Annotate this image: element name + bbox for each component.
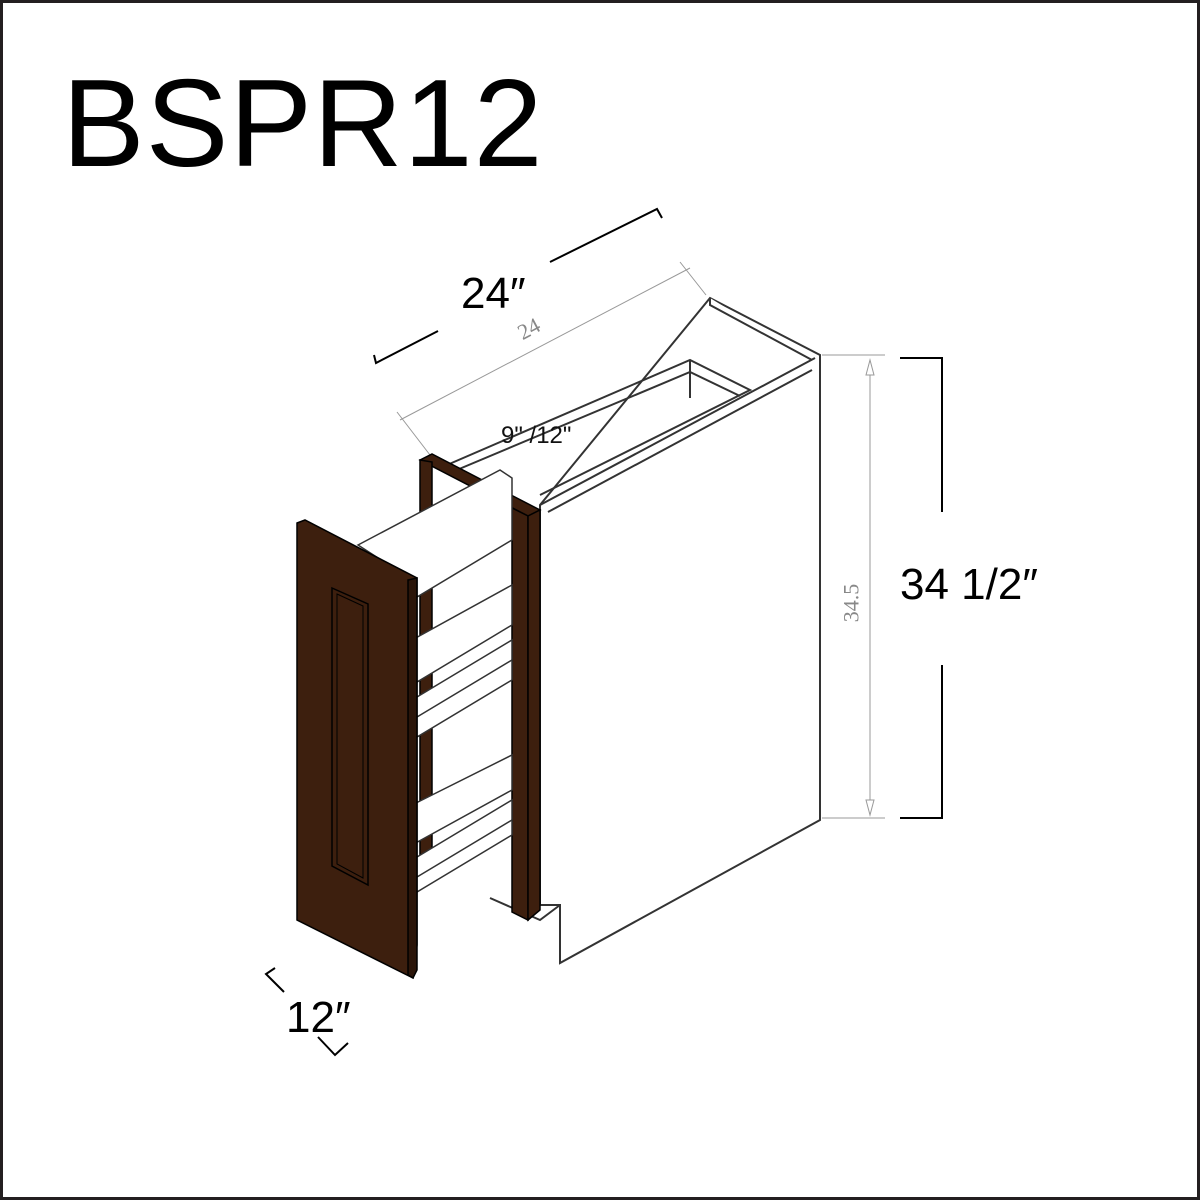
depth-label: 24″ <box>461 269 526 318</box>
height-label: 34 1/2″ <box>900 560 1038 609</box>
model-code-title: BSPR12 <box>62 55 544 193</box>
width-dimension-line <box>264 967 349 1057</box>
pullout-door <box>296 519 418 980</box>
width-label: 12″ <box>286 993 351 1042</box>
depth-dimension-line <box>373 207 663 365</box>
cad-depth-line <box>396 261 707 456</box>
cad-height-line <box>822 354 885 819</box>
height-dimension-line <box>900 357 943 819</box>
cad-height-label: 34.5 <box>838 583 864 623</box>
cabinet-body <box>439 296 821 965</box>
inner-width-label: 9" /12" <box>501 422 572 449</box>
